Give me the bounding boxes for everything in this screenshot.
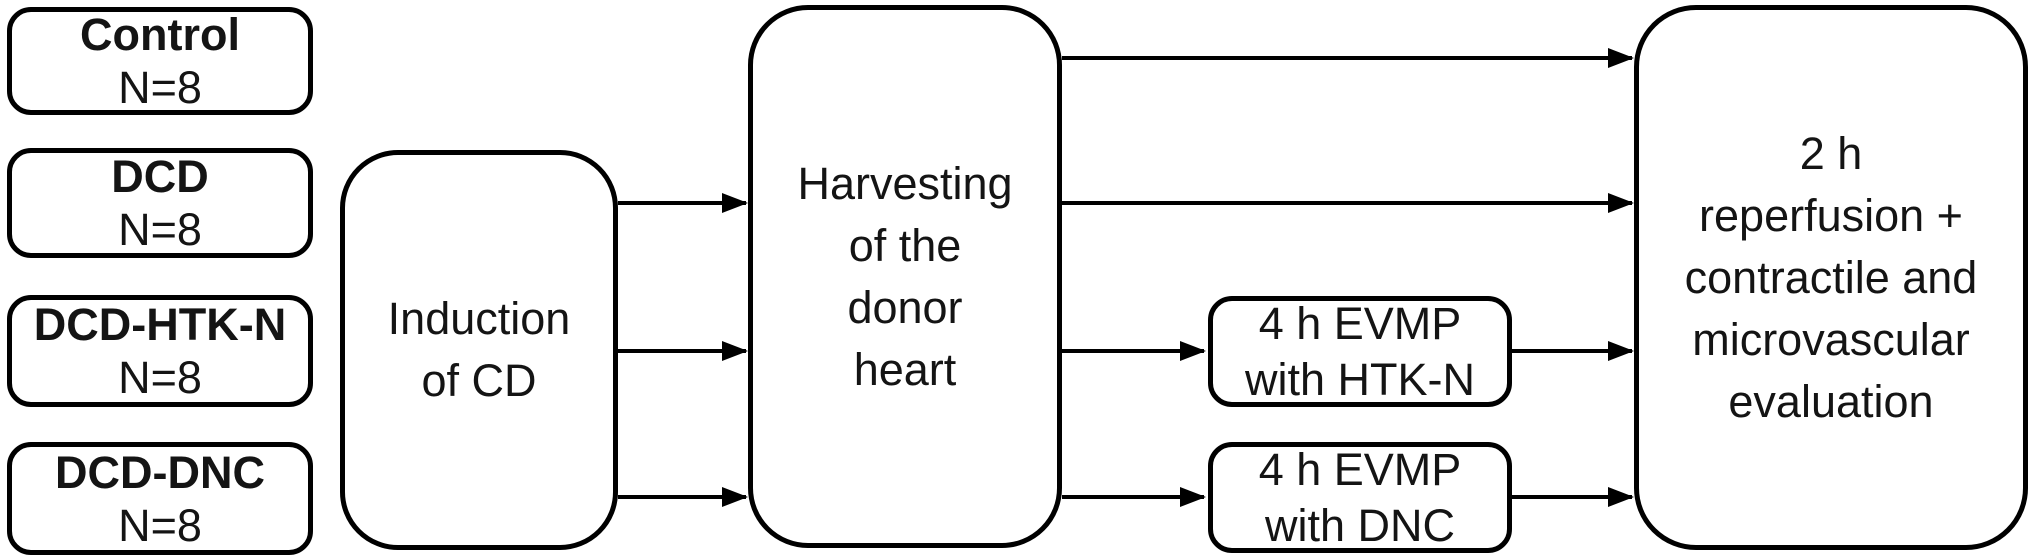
box-label-line: donor <box>847 281 963 333</box>
box-label-line: Induction <box>387 293 571 344</box>
group-sample-size: N=8 <box>118 62 202 113</box>
group-sample-size: N=8 <box>118 499 202 551</box>
evmp-htkn-box: 4 h EVMP with HTK-N <box>1208 296 1512 407</box>
box-label-line: microvascular <box>1692 313 1970 365</box>
group-box-dcd-dnc: DCD-DNC N=8 <box>7 442 313 555</box>
box-label-line: heart <box>853 343 957 395</box>
box-label-line: 4 h EVMP <box>1258 443 1462 495</box>
box-label-line: contractile and <box>1684 251 1978 303</box>
box-label-line: with DNC <box>1264 499 1456 551</box>
box-label-line: 4 h EVMP <box>1258 297 1462 349</box>
group-name: DCD <box>111 151 209 202</box>
box-label-line: with HTK-N <box>1244 353 1475 405</box>
group-name: Control <box>80 9 240 60</box>
group-sample-size: N=8 <box>118 352 202 403</box>
evmp-dnc-box: 4 h EVMP with DNC <box>1208 442 1512 553</box>
group-sample-size: N=8 <box>118 204 202 255</box>
box-label-line: reperfusion + <box>1699 189 1963 241</box>
group-box-dcd-htk-n: DCD-HTK-N N=8 <box>7 295 313 407</box>
evaluation-box: 2 h reperfusion + contractile and microv… <box>1634 5 2028 550</box>
box-label-line: 2 h <box>1799 127 1863 179</box>
group-name: DCD-HTK-N <box>33 299 287 350</box>
group-name: DCD-DNC <box>55 446 265 498</box>
induction-of-cd-box: Induction of CD <box>340 150 618 550</box>
harvesting-box: Harvesting of the donor heart <box>748 5 1062 548</box>
group-box-dcd: DCD N=8 <box>7 148 313 258</box>
box-label-line: of the <box>848 219 962 271</box>
box-label-line: of CD <box>421 355 537 406</box>
box-label-line: evaluation <box>1728 375 1934 427</box>
box-label-line: Harvesting <box>797 157 1013 209</box>
group-box-control: Control N=8 <box>7 7 313 115</box>
